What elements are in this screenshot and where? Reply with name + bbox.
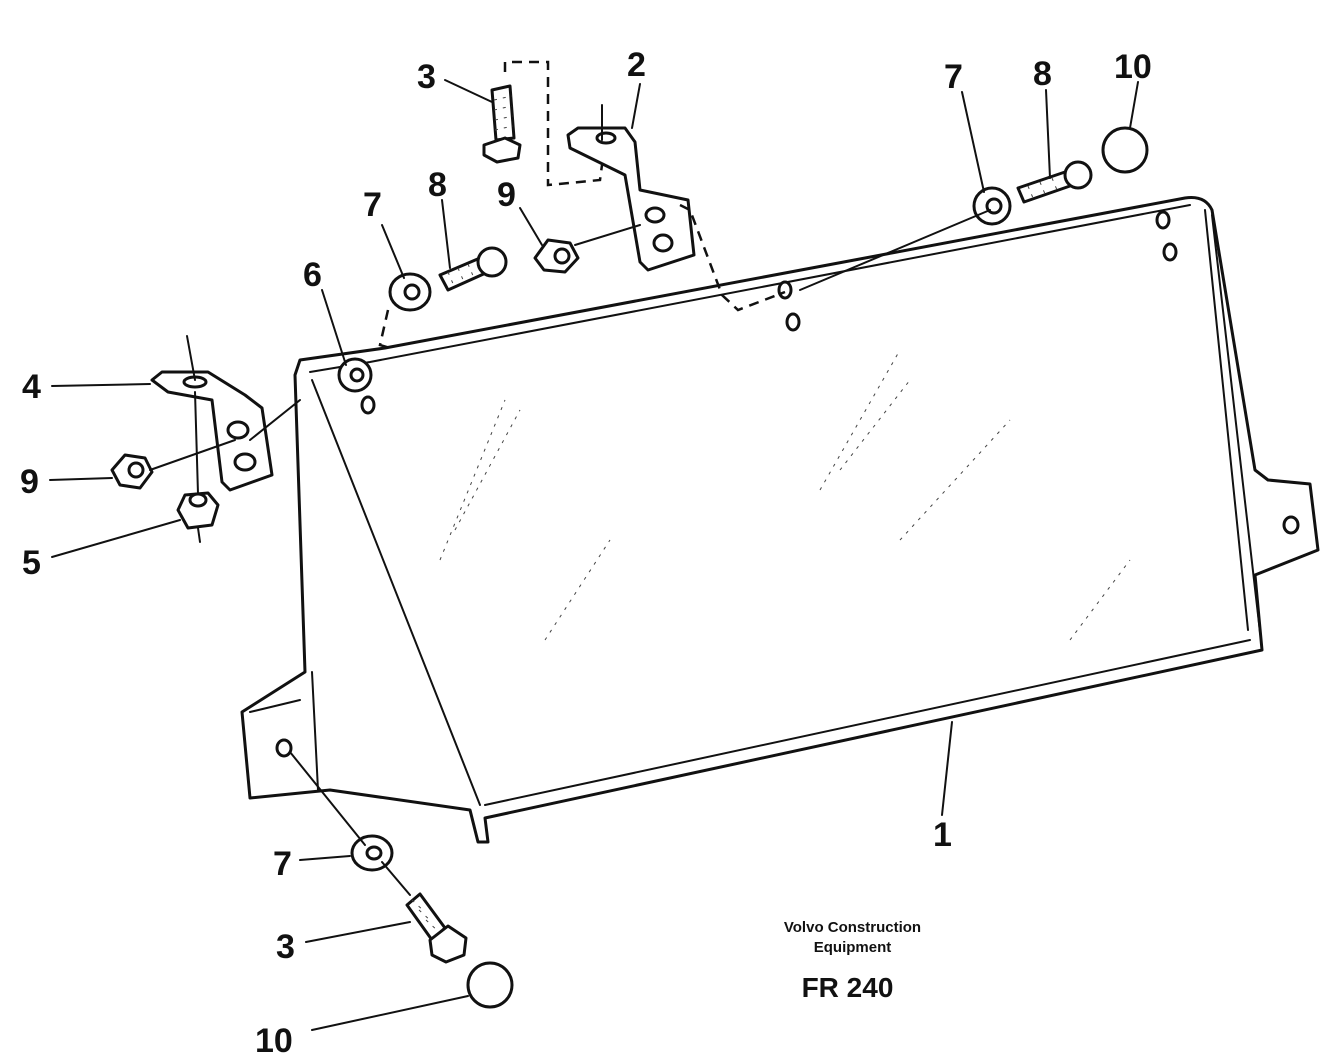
nut-5-part <box>176 491 220 543</box>
credit-line-1: Volvo Construction <box>783 919 922 936</box>
callout-10-bottom: 10 <box>255 1022 293 1060</box>
credit-line-2: Equipment <box>813 939 892 956</box>
callout-7-top-left: 7 <box>363 186 382 224</box>
bolt-bottom-part <box>405 892 468 964</box>
callout-3-bottom: 3 <box>276 928 295 966</box>
screw-right-part <box>1016 160 1093 204</box>
bolt-top-part <box>482 84 522 164</box>
nut-center-part <box>533 238 580 274</box>
cap-top-part <box>1101 126 1149 174</box>
callout-10-top: 10 <box>1114 48 1152 86</box>
callout-9-center: 9 <box>497 176 516 214</box>
callout-8-right: 8 <box>1033 55 1052 93</box>
washer-top-right-part <box>972 186 1012 226</box>
callout-1: 1 <box>933 816 952 854</box>
upper-bracket-part <box>566 104 696 272</box>
callout-9-left: 9 <box>20 463 39 501</box>
callout-5: 5 <box>22 544 41 582</box>
callout-8-left: 8 <box>428 166 447 204</box>
drawing-code: FR 240 <box>801 972 894 1003</box>
washer-6-part <box>337 357 373 393</box>
washer-bottom-part <box>350 834 394 872</box>
manufacturer-credit: Volvo Construction Equipment <box>745 918 960 958</box>
cap-bottom-part <box>466 961 514 1009</box>
callout-4: 4 <box>22 368 41 406</box>
callout-6: 6 <box>303 256 322 294</box>
callout-7-top-right: 7 <box>944 58 963 96</box>
left-bracket-part <box>150 335 274 492</box>
callout-2: 2 <box>627 46 646 84</box>
shield-panel-part <box>240 196 1320 844</box>
nut-left-part <box>110 453 154 490</box>
washer-top-left-part <box>388 272 432 312</box>
callout-7-bottom: 7 <box>273 845 292 883</box>
callout-3-top: 3 <box>417 58 436 96</box>
screw-left-part <box>438 246 508 292</box>
